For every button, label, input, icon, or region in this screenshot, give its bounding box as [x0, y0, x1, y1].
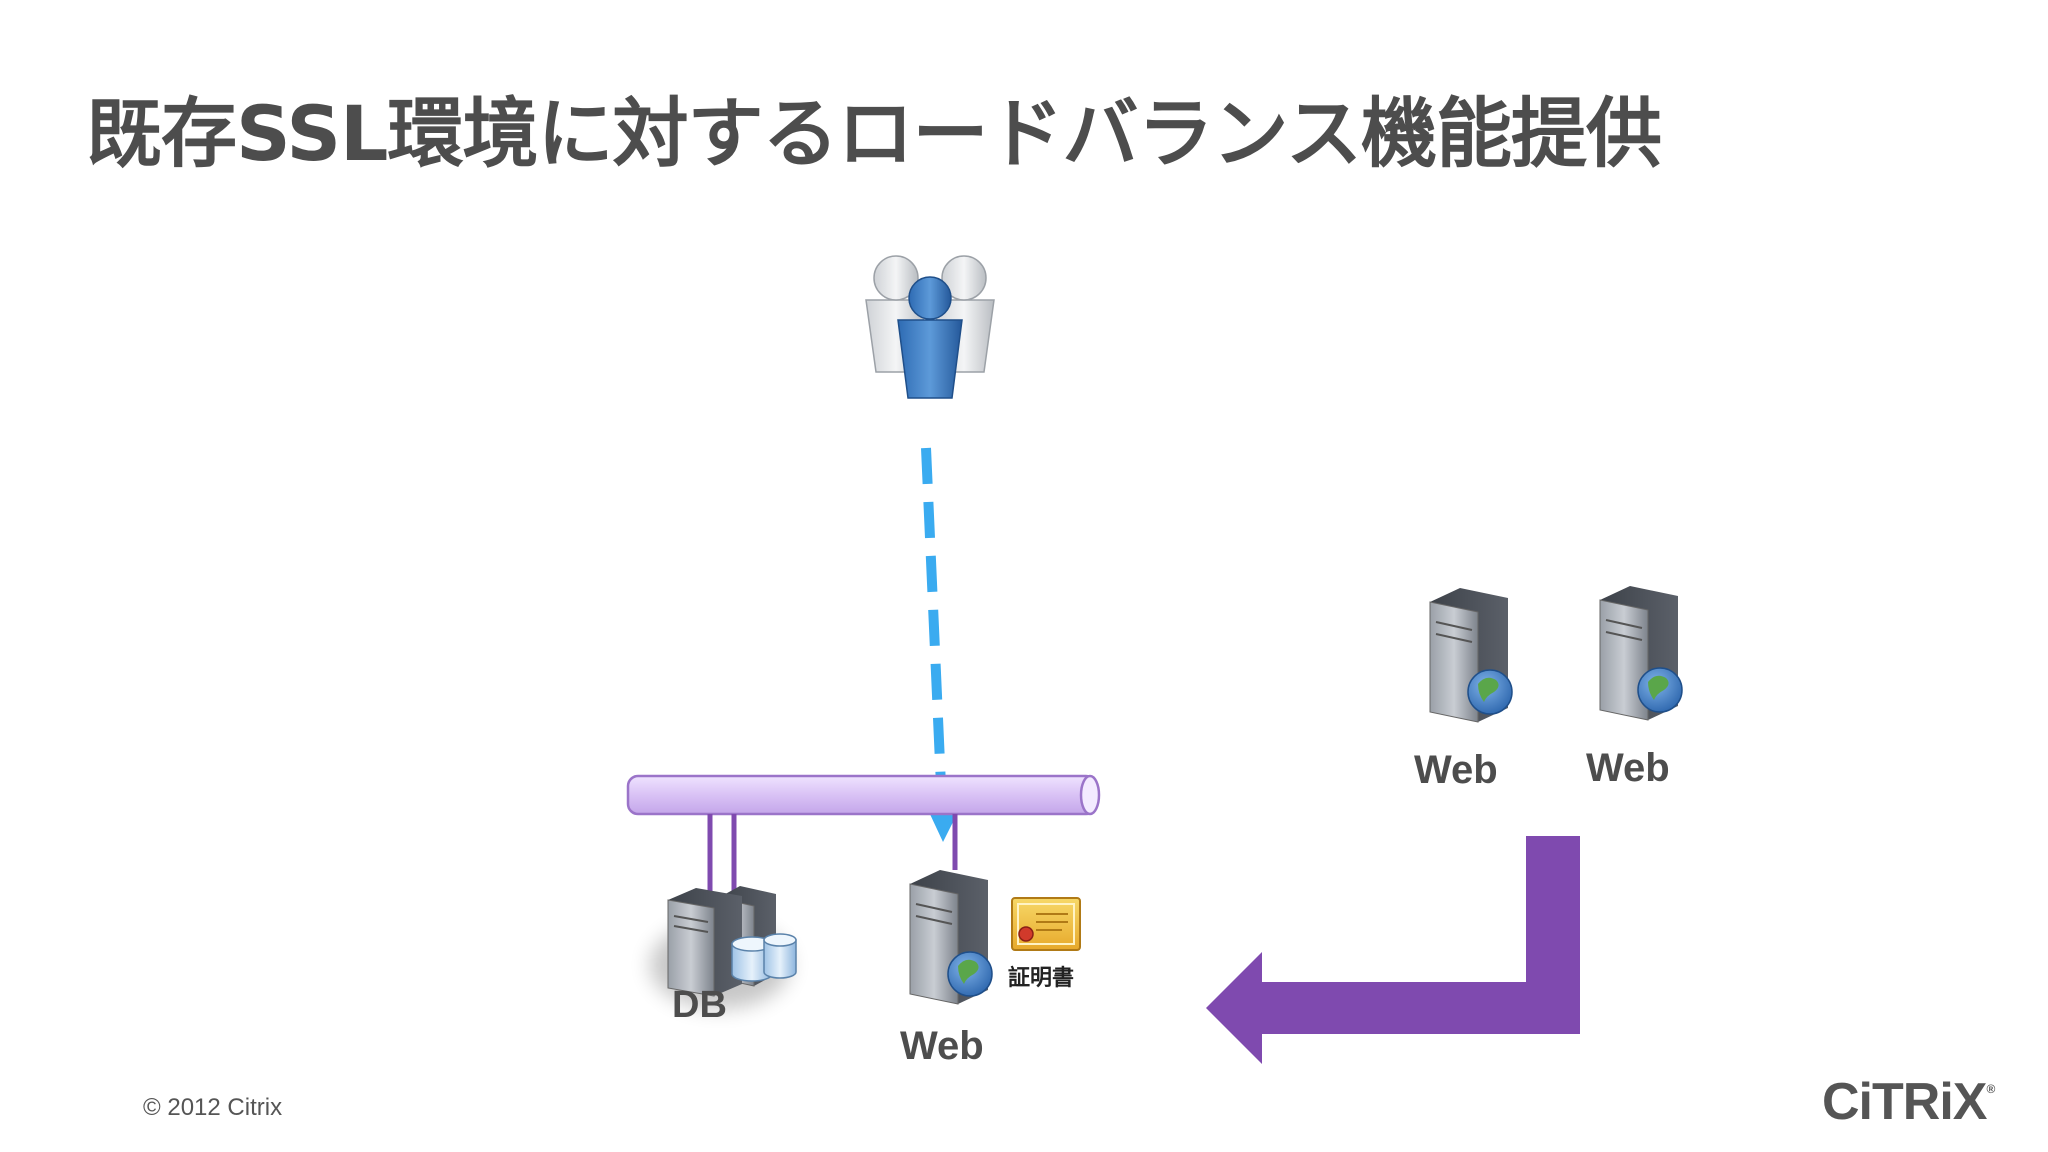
web-server-new-1 — [1429, 588, 1513, 723]
request-flow-arrow — [921, 447, 958, 842]
network-bus — [626, 774, 1101, 816]
web-main-label: Web — [900, 1024, 984, 1068]
add-servers-arrow — [1206, 836, 1580, 1064]
users-icon — [865, 255, 995, 399]
web-server-main — [909, 870, 993, 1005]
registered-mark: ® — [1986, 1082, 1995, 1096]
slide-title: 既存SSL環境に対するロードバランス機能提供 — [86, 89, 1662, 178]
db-label: DB — [672, 984, 727, 1026]
certificate-label: 証明書 — [1008, 965, 1075, 990]
web-new-2-label: Web — [1586, 746, 1670, 790]
footer-copyright: © 2012 Citrix — [143, 1094, 283, 1121]
db-server-group — [650, 886, 797, 1009]
web-server-new-2 — [1599, 586, 1683, 721]
database-icon — [731, 933, 797, 982]
certificate-icon — [1011, 897, 1081, 951]
web-new-1-label: Web — [1414, 748, 1498, 792]
bus-connectors — [707, 814, 958, 896]
citrix-logo: CiTRiX® — [1822, 1072, 1995, 1132]
citrix-logo-text: CiTRiX — [1822, 1073, 1987, 1131]
